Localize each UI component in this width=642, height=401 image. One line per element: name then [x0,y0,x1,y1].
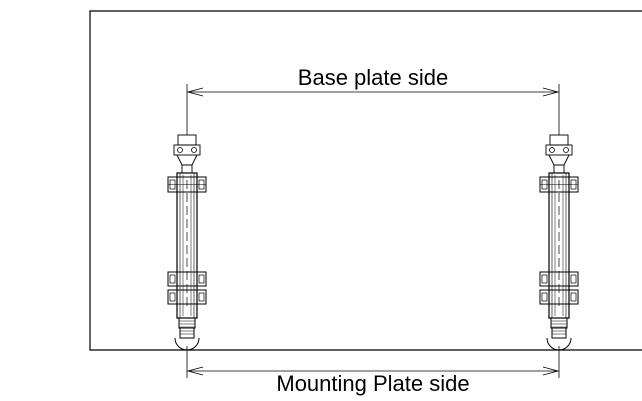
base-plate-dimension [186,84,560,135]
mounting-plate-side-label: Mounting Plate side [276,371,469,396]
mounting-plate-dimension [186,346,560,378]
right-guide-assembly [539,134,579,351]
base-plate-side-label: Base plate side [298,65,448,90]
left-guide-assembly [167,134,207,351]
plate-outline [89,10,642,351]
